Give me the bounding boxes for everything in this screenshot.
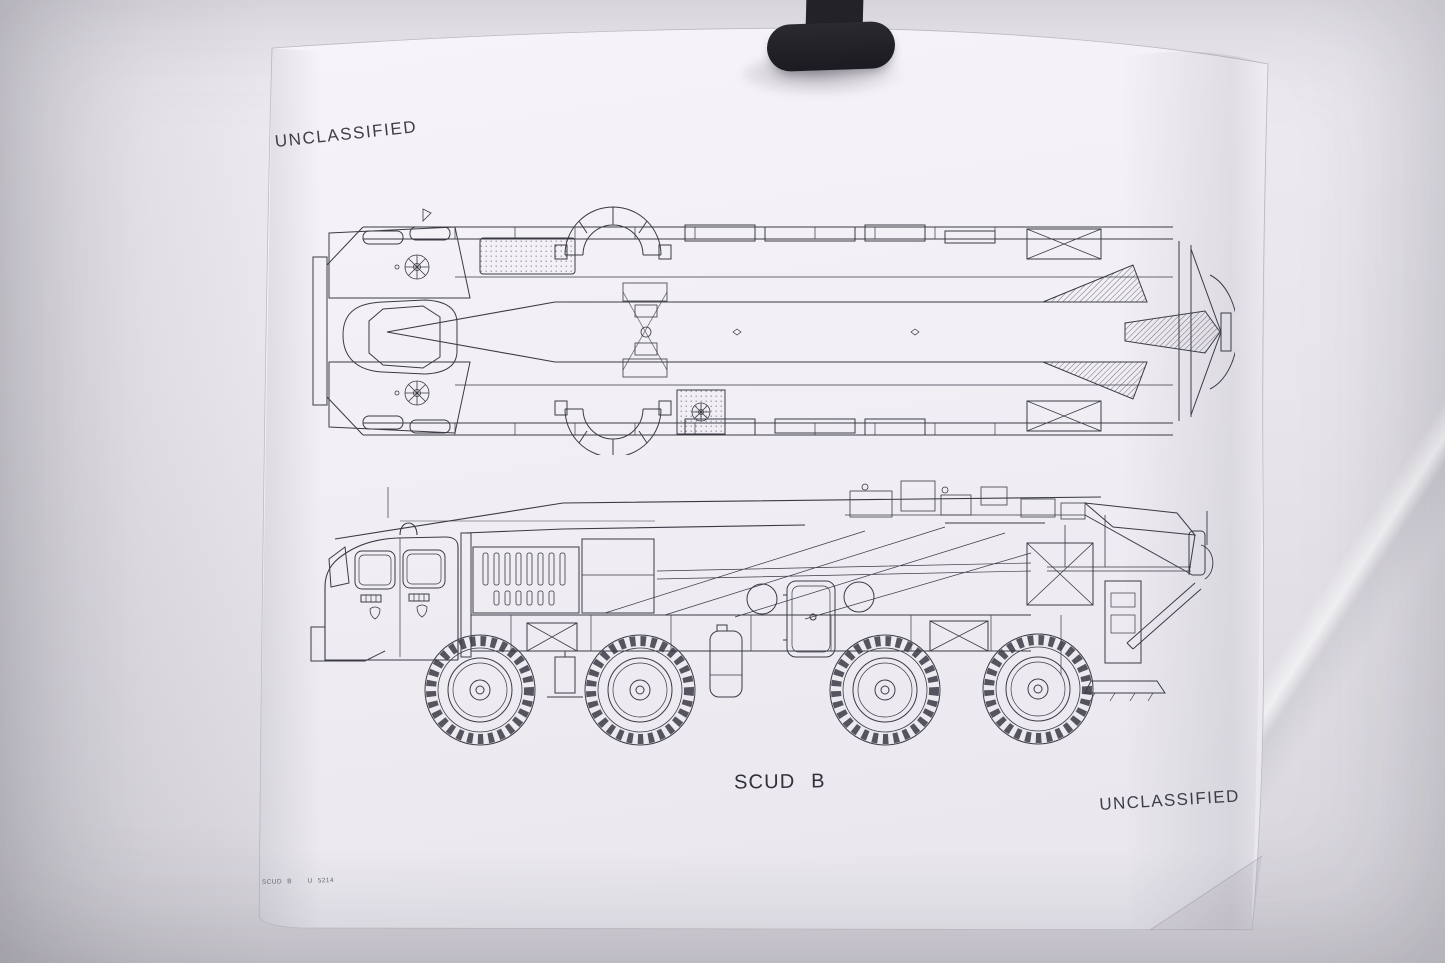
road-wheel bbox=[829, 634, 941, 746]
roof-fan-icon bbox=[394, 254, 430, 406]
backdrop-left-shadow bbox=[0, 0, 270, 963]
road-wheel bbox=[982, 633, 1094, 745]
road-wheel bbox=[584, 634, 696, 746]
plan-view-drawing bbox=[312, 206, 1235, 455]
side-view-drawing bbox=[310, 480, 1214, 746]
road-wheel bbox=[424, 634, 536, 746]
figure-caption: SCUD B bbox=[733, 770, 826, 794]
binder-clip bbox=[766, 20, 896, 73]
